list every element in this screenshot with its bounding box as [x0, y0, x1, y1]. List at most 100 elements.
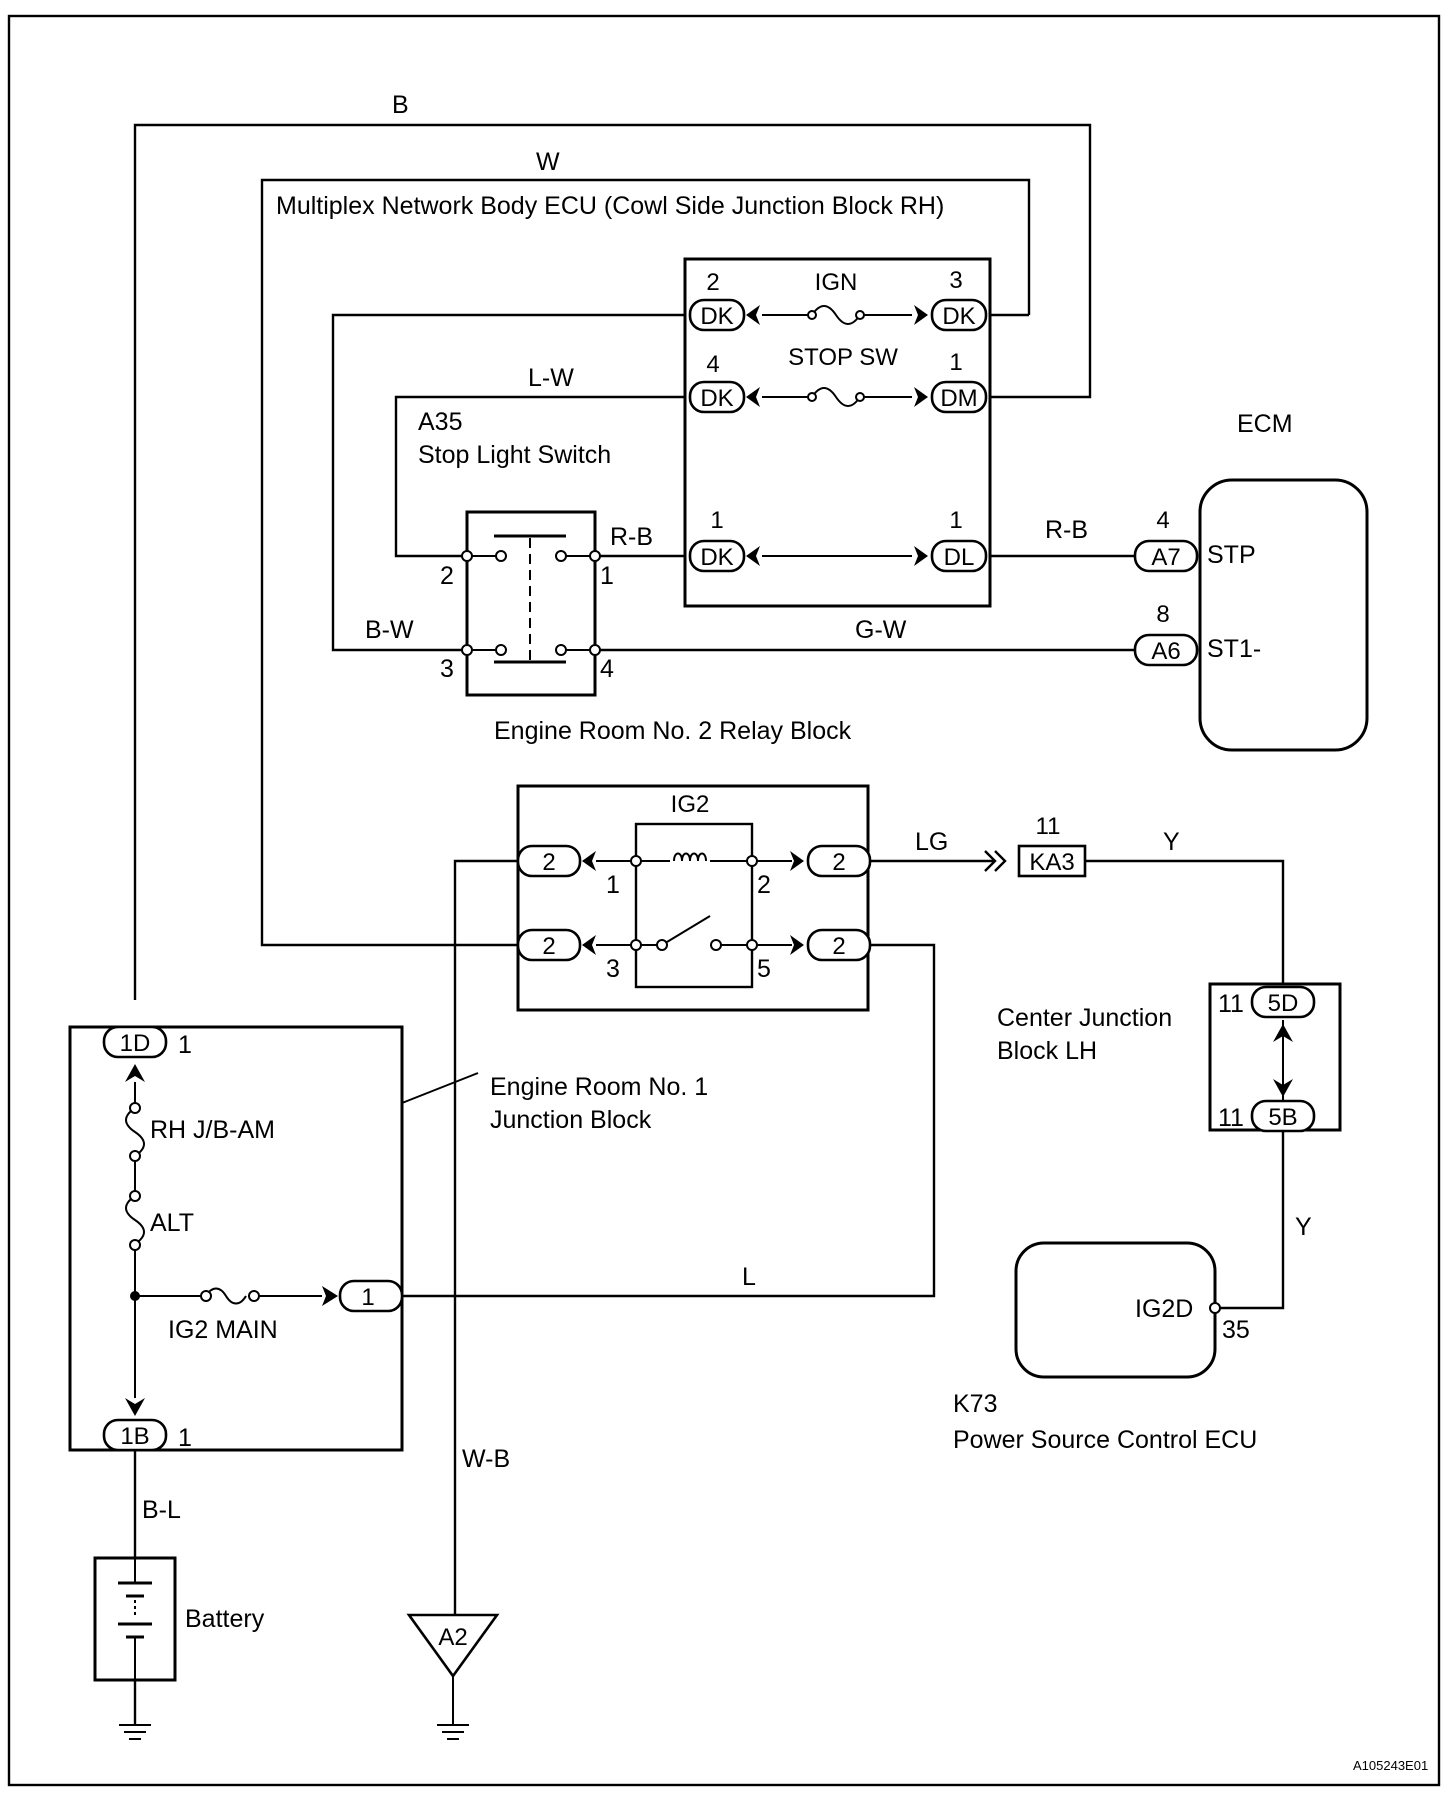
wire-w-loop — [260, 178, 1031, 947]
battery: Battery — [93, 1556, 265, 1682]
ig2-relay-block: IG2 1 2 3 5 2 2 2 2 — [516, 784, 872, 1012]
ig2-conn-a-label: 2 — [542, 849, 555, 876]
ig2-arrow-b — [790, 851, 804, 871]
body-pin-1c: 1 — [949, 507, 962, 534]
power-ecu-code: K73 — [953, 1390, 997, 1418]
label-gw: G-W — [855, 616, 907, 644]
switch-dot-6 — [495, 644, 507, 656]
ecm-box — [1198, 478, 1369, 752]
conn-1d — [102, 1025, 168, 1059]
coil-symbol — [673, 852, 707, 862]
ign-dot-r — [855, 310, 865, 320]
fuse-rh-jb-am-label: RH J/B-AM — [150, 1116, 275, 1144]
ig2-dot-4 — [656, 939, 668, 951]
stop-dot-l — [807, 392, 817, 402]
ka3-connector: KA3 11 — [984, 813, 1087, 878]
conn-dl-1-label: DL — [944, 544, 975, 571]
wire-y-top — [1085, 859, 1285, 984]
ig2-arrow-a — [582, 851, 596, 871]
label-y-top: Y — [1163, 828, 1180, 856]
conn-5b-label: 5B — [1268, 1104, 1297, 1131]
center-jb-line2: Block LH — [997, 1037, 1097, 1065]
fuse-alt-label: ALT — [150, 1209, 194, 1237]
fuse-alt — [125, 1195, 145, 1245]
body-ecu-title: Multiplex Network Body ECU (Cowl Side Ju… — [276, 192, 944, 220]
label-rb-right: R-B — [1045, 516, 1088, 544]
label-rb-left: R-B — [610, 523, 653, 551]
conn-dk-4-label: DK — [700, 385, 733, 412]
ig2-conn-d — [806, 928, 872, 962]
label-l: L — [742, 1263, 756, 1291]
jb1-mid-arrow — [322, 1286, 338, 1306]
fuse-rh-dot-bottom — [129, 1150, 141, 1162]
ecm-label: ECM — [1237, 410, 1293, 438]
ig2-conn-c-label: 2 — [542, 933, 555, 960]
label-b: B — [392, 91, 409, 119]
ka3-label: KA3 — [1029, 849, 1074, 876]
conn-dk-1 — [688, 539, 746, 573]
fuse-rh-dot-top — [129, 1102, 141, 1114]
jb1-leader — [401, 1072, 479, 1104]
label-lg: LG — [915, 828, 948, 856]
center-jb-arrow-down — [1273, 1079, 1293, 1097]
ground-a2-label: A2 — [438, 1624, 467, 1651]
diagram-frame — [7, 14, 1441, 1787]
label-w: W — [536, 148, 560, 176]
center-pin-bottom: 11 — [1218, 1104, 1244, 1132]
wire-l — [402, 943, 936, 1298]
center-jb-arrow-up — [1273, 1024, 1293, 1042]
relay-block-2-name: Engine Room No. 2 Relay Block — [494, 717, 852, 745]
ig2-conn-b-label: 2 — [832, 849, 845, 876]
switch-pin-3: 3 — [440, 655, 454, 683]
wire-lw — [394, 395, 685, 558]
center-pin-top: 11 — [1218, 990, 1244, 1018]
stop-sw-label: STOP SW — [788, 344, 898, 371]
power-ecu-name: Power Source Control ECU — [953, 1426, 1257, 1454]
ka3-chevron-2 — [994, 850, 1007, 872]
fuse-alt-dot-bottom — [129, 1239, 141, 1251]
switch-dot-4 — [589, 550, 601, 562]
ig2-main-dot-r — [248, 1290, 260, 1302]
body-pin-1b: 1 — [710, 507, 723, 534]
wire-bw — [331, 313, 685, 652]
jb1-line2: Junction Block — [490, 1106, 652, 1134]
arrow-dm-1 — [914, 387, 928, 407]
ig2-arrow-c — [582, 935, 596, 955]
body-pin-2: 2 — [706, 269, 719, 296]
conn-dk-4 — [688, 380, 746, 414]
switch-name: Stop Light Switch — [418, 441, 611, 469]
ign-dot-l — [807, 310, 817, 320]
ig2-dot-1 — [630, 855, 642, 867]
body-ecu: Multiplex Network Body ECU (Cowl Side Ju… — [276, 192, 992, 608]
arrow-dk-3 — [914, 305, 928, 325]
ig2-pin-5: 5 — [757, 955, 771, 983]
ecm-stp: STP — [1207, 541, 1256, 569]
ig2-sw-blade — [661, 915, 711, 946]
conn-dk-2 — [688, 298, 746, 332]
switch-dot-2 — [495, 550, 507, 562]
ka3-chevron-1 — [984, 850, 997, 872]
ig2-conn-a — [516, 844, 582, 878]
label-y-bottom: Y — [1295, 1213, 1312, 1241]
conn-dm-1 — [930, 380, 988, 414]
ig2-relay-inner — [634, 822, 754, 989]
ign-fuse-symbol — [811, 305, 861, 325]
conn-dm-1-label: DM — [940, 385, 977, 412]
conn-1b-label: 1B — [120, 1423, 149, 1450]
jb1-line1: Engine Room No. 1 — [490, 1073, 708, 1101]
jb1-box — [68, 1025, 404, 1452]
switch-dot-1 — [461, 550, 473, 562]
conn-dk-1-label: DK — [700, 544, 733, 571]
label-bw: B-W — [365, 616, 414, 644]
ka3-pin: 11 — [1036, 813, 1061, 840]
jb1-pin-top: 1 — [178, 1031, 192, 1059]
conn-a7 — [1133, 539, 1199, 573]
conn-jb1-mid — [338, 1279, 404, 1313]
switch-pin-1: 1 — [600, 562, 614, 590]
ig2-arrow-d — [790, 935, 804, 955]
ecm-pin-4: 4 — [1156, 507, 1169, 534]
body-pin-1a: 1 — [949, 349, 962, 376]
conn-5b — [1250, 1099, 1316, 1133]
ka3-box — [1017, 844, 1087, 878]
switch-dot-3 — [555, 550, 567, 562]
